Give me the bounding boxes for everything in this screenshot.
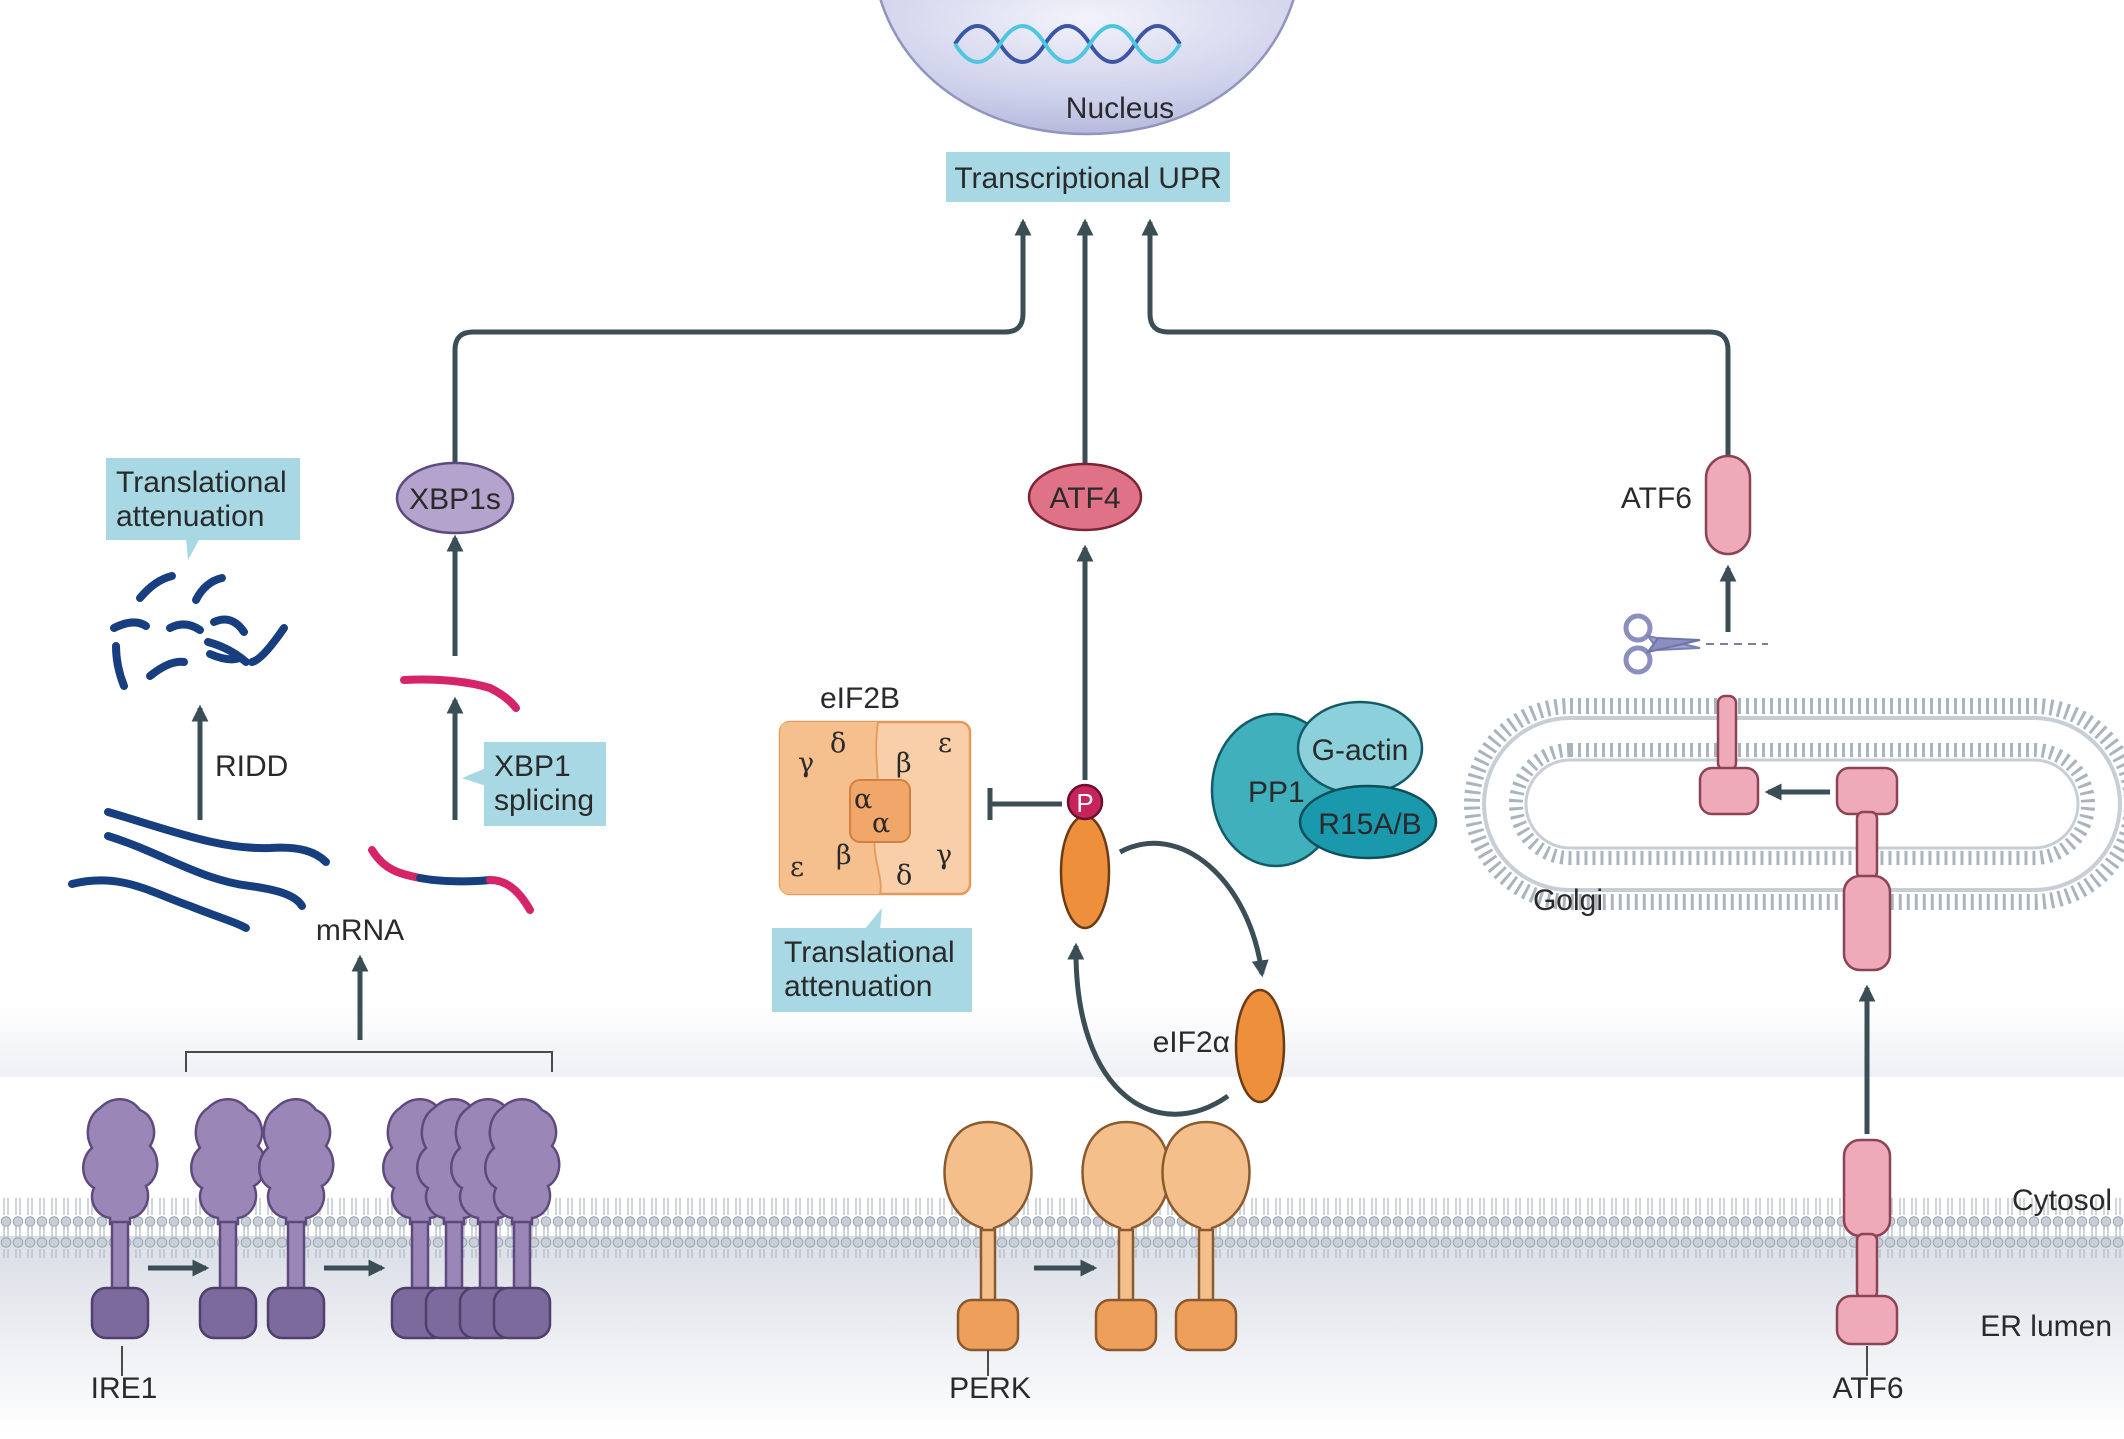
xbp1-mrna-spliced bbox=[400, 675, 520, 712]
translational-attenuation-callout-mid bbox=[772, 928, 972, 1012]
pp1-complex bbox=[1210, 700, 1438, 868]
translational-attenuation-left-line2: attenuation bbox=[116, 500, 264, 533]
xbp1-splicing-line2: splicing bbox=[494, 784, 594, 817]
translational-attenuation-left-line1: Translational bbox=[116, 466, 287, 499]
eif2b-gamma-2: γ bbox=[936, 840, 952, 871]
eif2b-beta-1: β bbox=[896, 748, 912, 779]
eif2b-label: eIF2B bbox=[820, 682, 900, 715]
atf6-in-er bbox=[1835, 1138, 1899, 1346]
mrna-strands bbox=[68, 808, 330, 932]
ire1-oligomer-bracket bbox=[185, 1051, 553, 1072]
eif2a-inhibits-eif2b bbox=[987, 788, 1062, 820]
transcriptional-upr-label: Transcriptional UPR bbox=[954, 162, 1221, 195]
eif2a-phosphorylated bbox=[1059, 814, 1111, 930]
translational-attenuation-mid-line2: attenuation bbox=[784, 970, 932, 1003]
phospho-group bbox=[1066, 783, 1104, 821]
atf6-cleaved-fragment bbox=[1698, 694, 1760, 816]
arrow-phosphorylation bbox=[1067, 942, 1230, 1117]
degraded-rna-fragments bbox=[110, 572, 288, 690]
er-lumen-label: ER lumen bbox=[1980, 1310, 2112, 1343]
nucleus-label: Nucleus bbox=[1066, 92, 1174, 125]
eif2b-alpha-2: α bbox=[872, 808, 890, 839]
arrow-atf6-to-upr bbox=[1141, 218, 1731, 455]
atf6-released bbox=[1704, 454, 1752, 556]
eif2b-complex bbox=[778, 720, 972, 896]
eif2b-delta-2: δ bbox=[896, 860, 912, 891]
xbp1-mrna-unspliced bbox=[368, 846, 534, 914]
translational-attenuation-callout-left bbox=[106, 458, 300, 540]
perk-label: PERK bbox=[949, 1372, 1031, 1405]
er-membrane-inner-leaflet bbox=[0, 1226, 2124, 1258]
atf6-bottom-label: ATF6 bbox=[1832, 1372, 1903, 1405]
eif2b-alpha-1: α bbox=[854, 784, 872, 815]
phospho-label: P bbox=[1076, 788, 1093, 818]
atf6-in-golgi bbox=[1835, 766, 1899, 972]
ire1-label: IRE1 bbox=[91, 1372, 158, 1405]
g-actin-label: G-actin bbox=[1312, 734, 1409, 767]
eif2b-beta-2: β bbox=[836, 840, 852, 871]
xbp1s-label: XBP1s bbox=[409, 483, 501, 516]
xbp1-splicing-line1: XBP1 bbox=[494, 750, 571, 783]
xbp1-splicing-callout bbox=[484, 742, 606, 826]
r15ab bbox=[1298, 784, 1438, 860]
ridd-label: RIDD bbox=[215, 750, 288, 783]
pp1-label: PP1 bbox=[1248, 776, 1305, 809]
eif2b-gamma-1: γ bbox=[798, 748, 814, 779]
scissors-icon bbox=[1623, 613, 1701, 675]
translational-attenuation-mid-line1: Translational bbox=[784, 936, 955, 969]
eif2b-delta-1: δ bbox=[830, 728, 846, 759]
atf4-label: ATF4 bbox=[1049, 482, 1120, 515]
transcriptional-upr-box bbox=[946, 152, 1230, 202]
dna-helix-icon bbox=[953, 24, 1182, 64]
golgi bbox=[1464, 698, 2124, 910]
arrow-dephosphorylation bbox=[1118, 840, 1269, 978]
eif2b-epsilon-2: ε bbox=[790, 852, 804, 883]
r15ab-label: R15A/B bbox=[1318, 808, 1421, 841]
mrna-label: mRNA bbox=[316, 914, 404, 947]
atf6-top-label: ATF6 bbox=[1621, 482, 1692, 515]
er-membrane-outer-leaflet bbox=[0, 1198, 2124, 1230]
eif2a-unphosphorylated bbox=[1234, 988, 1286, 1104]
xbp1s-protein bbox=[395, 461, 515, 535]
cytosol-label: Cytosol bbox=[2012, 1184, 2112, 1217]
atf4-protein bbox=[1027, 462, 1143, 532]
golgi-label: Golgi bbox=[1533, 884, 1603, 917]
eif2a-label: eIF2α bbox=[1153, 1026, 1230, 1059]
eif2b-epsilon-1: ε bbox=[938, 728, 952, 759]
arrow-xbp1s-to-upr bbox=[452, 218, 1032, 462]
